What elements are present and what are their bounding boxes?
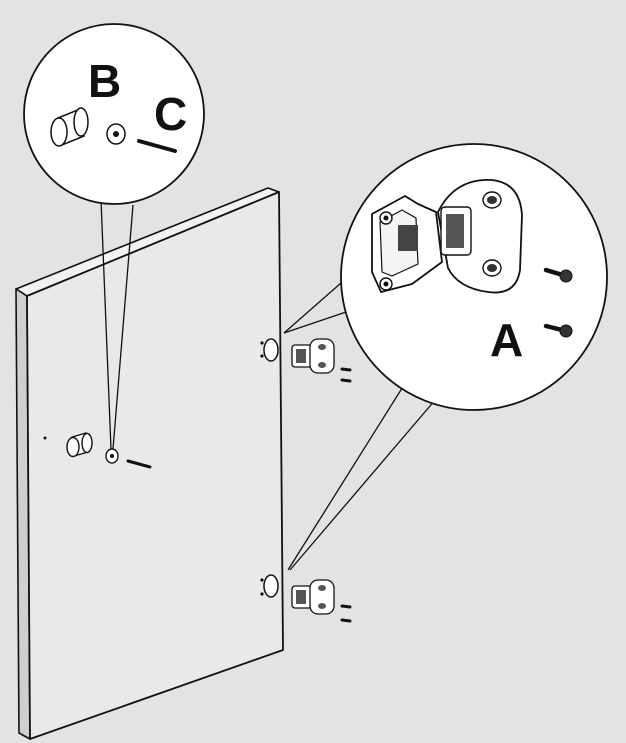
screw-icon [126, 459, 152, 469]
label-a: A [490, 314, 523, 366]
label-b: B [88, 55, 121, 107]
hole-icon [260, 578, 264, 582]
hole-icon [260, 354, 264, 358]
hinge-icon [371, 179, 523, 294]
panel-dowel-assembly [43, 432, 152, 469]
callout-bc: B C [23, 23, 205, 205]
screw-icon [340, 604, 352, 623]
washer-icon [105, 448, 119, 464]
hole-icon [260, 592, 264, 596]
screw-icon [543, 323, 573, 338]
lower-hinge-holes [260, 574, 279, 598]
hole-icon [260, 341, 264, 345]
screw-icon [340, 367, 352, 383]
washer-icon [106, 123, 126, 145]
hinge-icon [291, 338, 335, 374]
screw-icon [137, 139, 177, 153]
dowel-icon [66, 432, 93, 458]
hole-icon [263, 338, 279, 362]
screw-icon [543, 267, 573, 283]
callout-a-leaders [283, 282, 437, 571]
door-panel [15, 187, 284, 740]
panel-front-face [26, 191, 284, 740]
upper-hinge-holes [260, 338, 279, 362]
label-c: C [154, 88, 187, 140]
callout-bc-leaders [100, 199, 134, 450]
dowel-icon [50, 107, 89, 147]
callout-a: A [340, 143, 608, 411]
hole-icon [263, 574, 279, 598]
hinge-icon [291, 579, 335, 615]
